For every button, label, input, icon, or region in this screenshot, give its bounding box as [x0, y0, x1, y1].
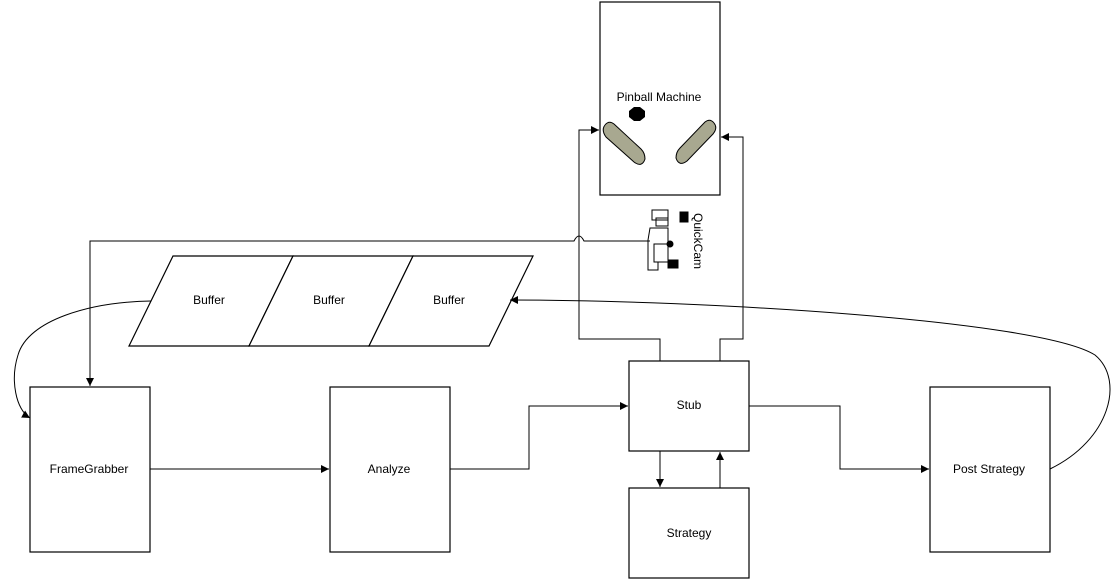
left-flipper-icon: [602, 121, 646, 165]
buffer-label: Buffer: [193, 293, 225, 307]
analyze-node: Analyze: [329, 386, 451, 553]
buffer-shape: [368, 255, 534, 347]
post-strategy-label: Post Strategy: [953, 462, 1025, 476]
framegrabber-label: FrameGrabber: [50, 462, 129, 476]
pinball-machine: Pinball Machine: [599, 1, 721, 196]
buffer-label: Buffer: [433, 293, 465, 307]
quickcam-label: QuickCam: [691, 213, 705, 269]
pinball-ball-icon: [629, 107, 645, 121]
right-flipper-icon: [675, 119, 717, 164]
stub-to-post-strategy-connector: [749, 405, 929, 473]
stub-to-left-flipper-connector: [578, 126, 661, 361]
pinball-machine-label: Pinball Machine: [617, 90, 702, 104]
buffer-label: Buffer: [313, 293, 345, 307]
camera-to-framegrabber-connector: [86, 235, 650, 386]
post-strategy-to-buffer-connector: [509, 296, 1111, 470]
stub-label: Stub: [677, 398, 702, 412]
strategy-label: Strategy: [667, 526, 712, 540]
framegrabber-node: FrameGrabber: [29, 386, 151, 553]
buffer-strip: Buffer Buffer Buffer: [128, 255, 534, 347]
connectors: [13, 126, 1111, 488]
buffer-to-framegrabber-connector: [13, 300, 152, 419]
stub-to-right-flipper-connector: [719, 133, 744, 361]
analyze-to-stub-connector: [450, 402, 628, 470]
camera-icon: [647, 209, 689, 271]
post-strategy-node: Post Strategy: [929, 386, 1051, 553]
analyze-label: Analyze: [368, 462, 411, 476]
stub-node: Stub: [628, 360, 750, 452]
strategy-node: Strategy: [628, 487, 750, 579]
quickcam: QuickCam: [647, 209, 705, 271]
